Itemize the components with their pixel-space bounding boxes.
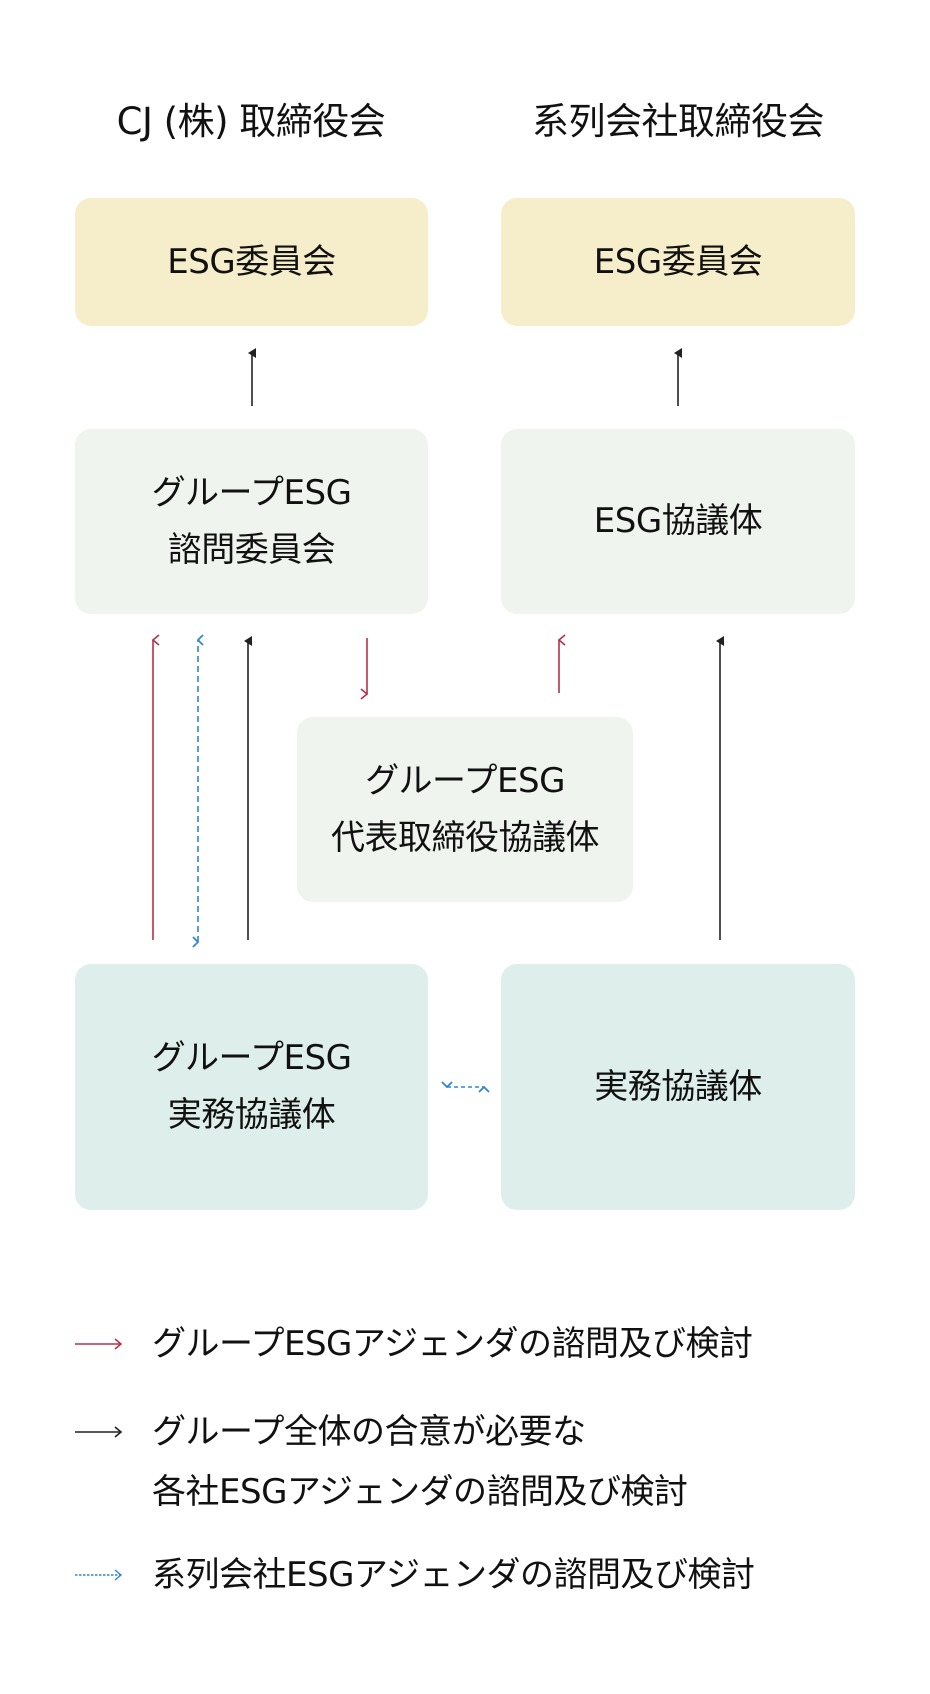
red-arrow-icon — [75, 1338, 123, 1350]
cj-esg-committee-box: ESG委員会 — [75, 198, 428, 326]
affiliate-esg-committee-box: ESG委員会 — [501, 198, 855, 326]
affiliate-working-council-box: 実務協議体 — [501, 964, 855, 1210]
legend-line: グループESGアジェンダの諮問及び検討 — [152, 1324, 753, 1364]
box-label-line1: グループESG — [151, 1038, 352, 1078]
legend-text: グループ全体の合意が必要な 各社ESGアジェンダの諮問及び検討 — [152, 1402, 688, 1522]
box-label-line2: 代表取締役協議体 — [331, 817, 600, 858]
black-arrow-icon — [75, 1426, 123, 1438]
legend-line: 系列会社ESGアジェンダの諮問及び検討 — [152, 1555, 755, 1595]
legend-item-red: グループESGアジェンダの諮問及び検討 — [75, 1314, 753, 1374]
legend-text: 系列会社ESGアジェンダの諮問及び検討 — [152, 1545, 755, 1605]
legend-line: 各社ESGアジェンダの諮問及び検討 — [152, 1472, 688, 1512]
blue-dashed-arrow-icon — [75, 1569, 123, 1581]
box-label-line1: グループESG — [151, 472, 352, 513]
box-label: ESG委員会 — [167, 241, 336, 282]
legend-line: グループ全体の合意が必要な — [152, 1412, 586, 1452]
heading-cj-board: CJ (株) 取締役会 — [116, 100, 386, 143]
group-esg-advisory-committee-box: グループESG 諮問委員会 — [75, 429, 428, 614]
box-label-line2: 実務協議体 — [167, 1095, 336, 1135]
box-label: ESG委員会 — [593, 241, 763, 282]
legend-item-blue: 系列会社ESGアジェンダの諮問及び検討 — [75, 1545, 755, 1605]
box-label-line2: 諮問委員会 — [167, 529, 336, 570]
box-label: 実務協議体 — [594, 1066, 762, 1107]
group-esg-ceo-council-box: グループESG 代表取締役協議体 — [297, 717, 633, 902]
group-esg-working-council-box: グループESG 実務協議体 — [75, 964, 428, 1210]
affiliate-esg-council-box: ESG協議体 — [501, 429, 855, 614]
legend-text: グループESGアジェンダの諮問及び検討 — [152, 1314, 753, 1374]
legend-item-black: グループ全体の合意が必要な 各社ESGアジェンダの諮問及び検討 — [75, 1402, 688, 1522]
box-label-line1: グループESG — [365, 760, 565, 801]
box-label: ESG協議体 — [593, 501, 763, 541]
heading-affiliate-board: 系列会社取締役会 — [532, 100, 825, 143]
